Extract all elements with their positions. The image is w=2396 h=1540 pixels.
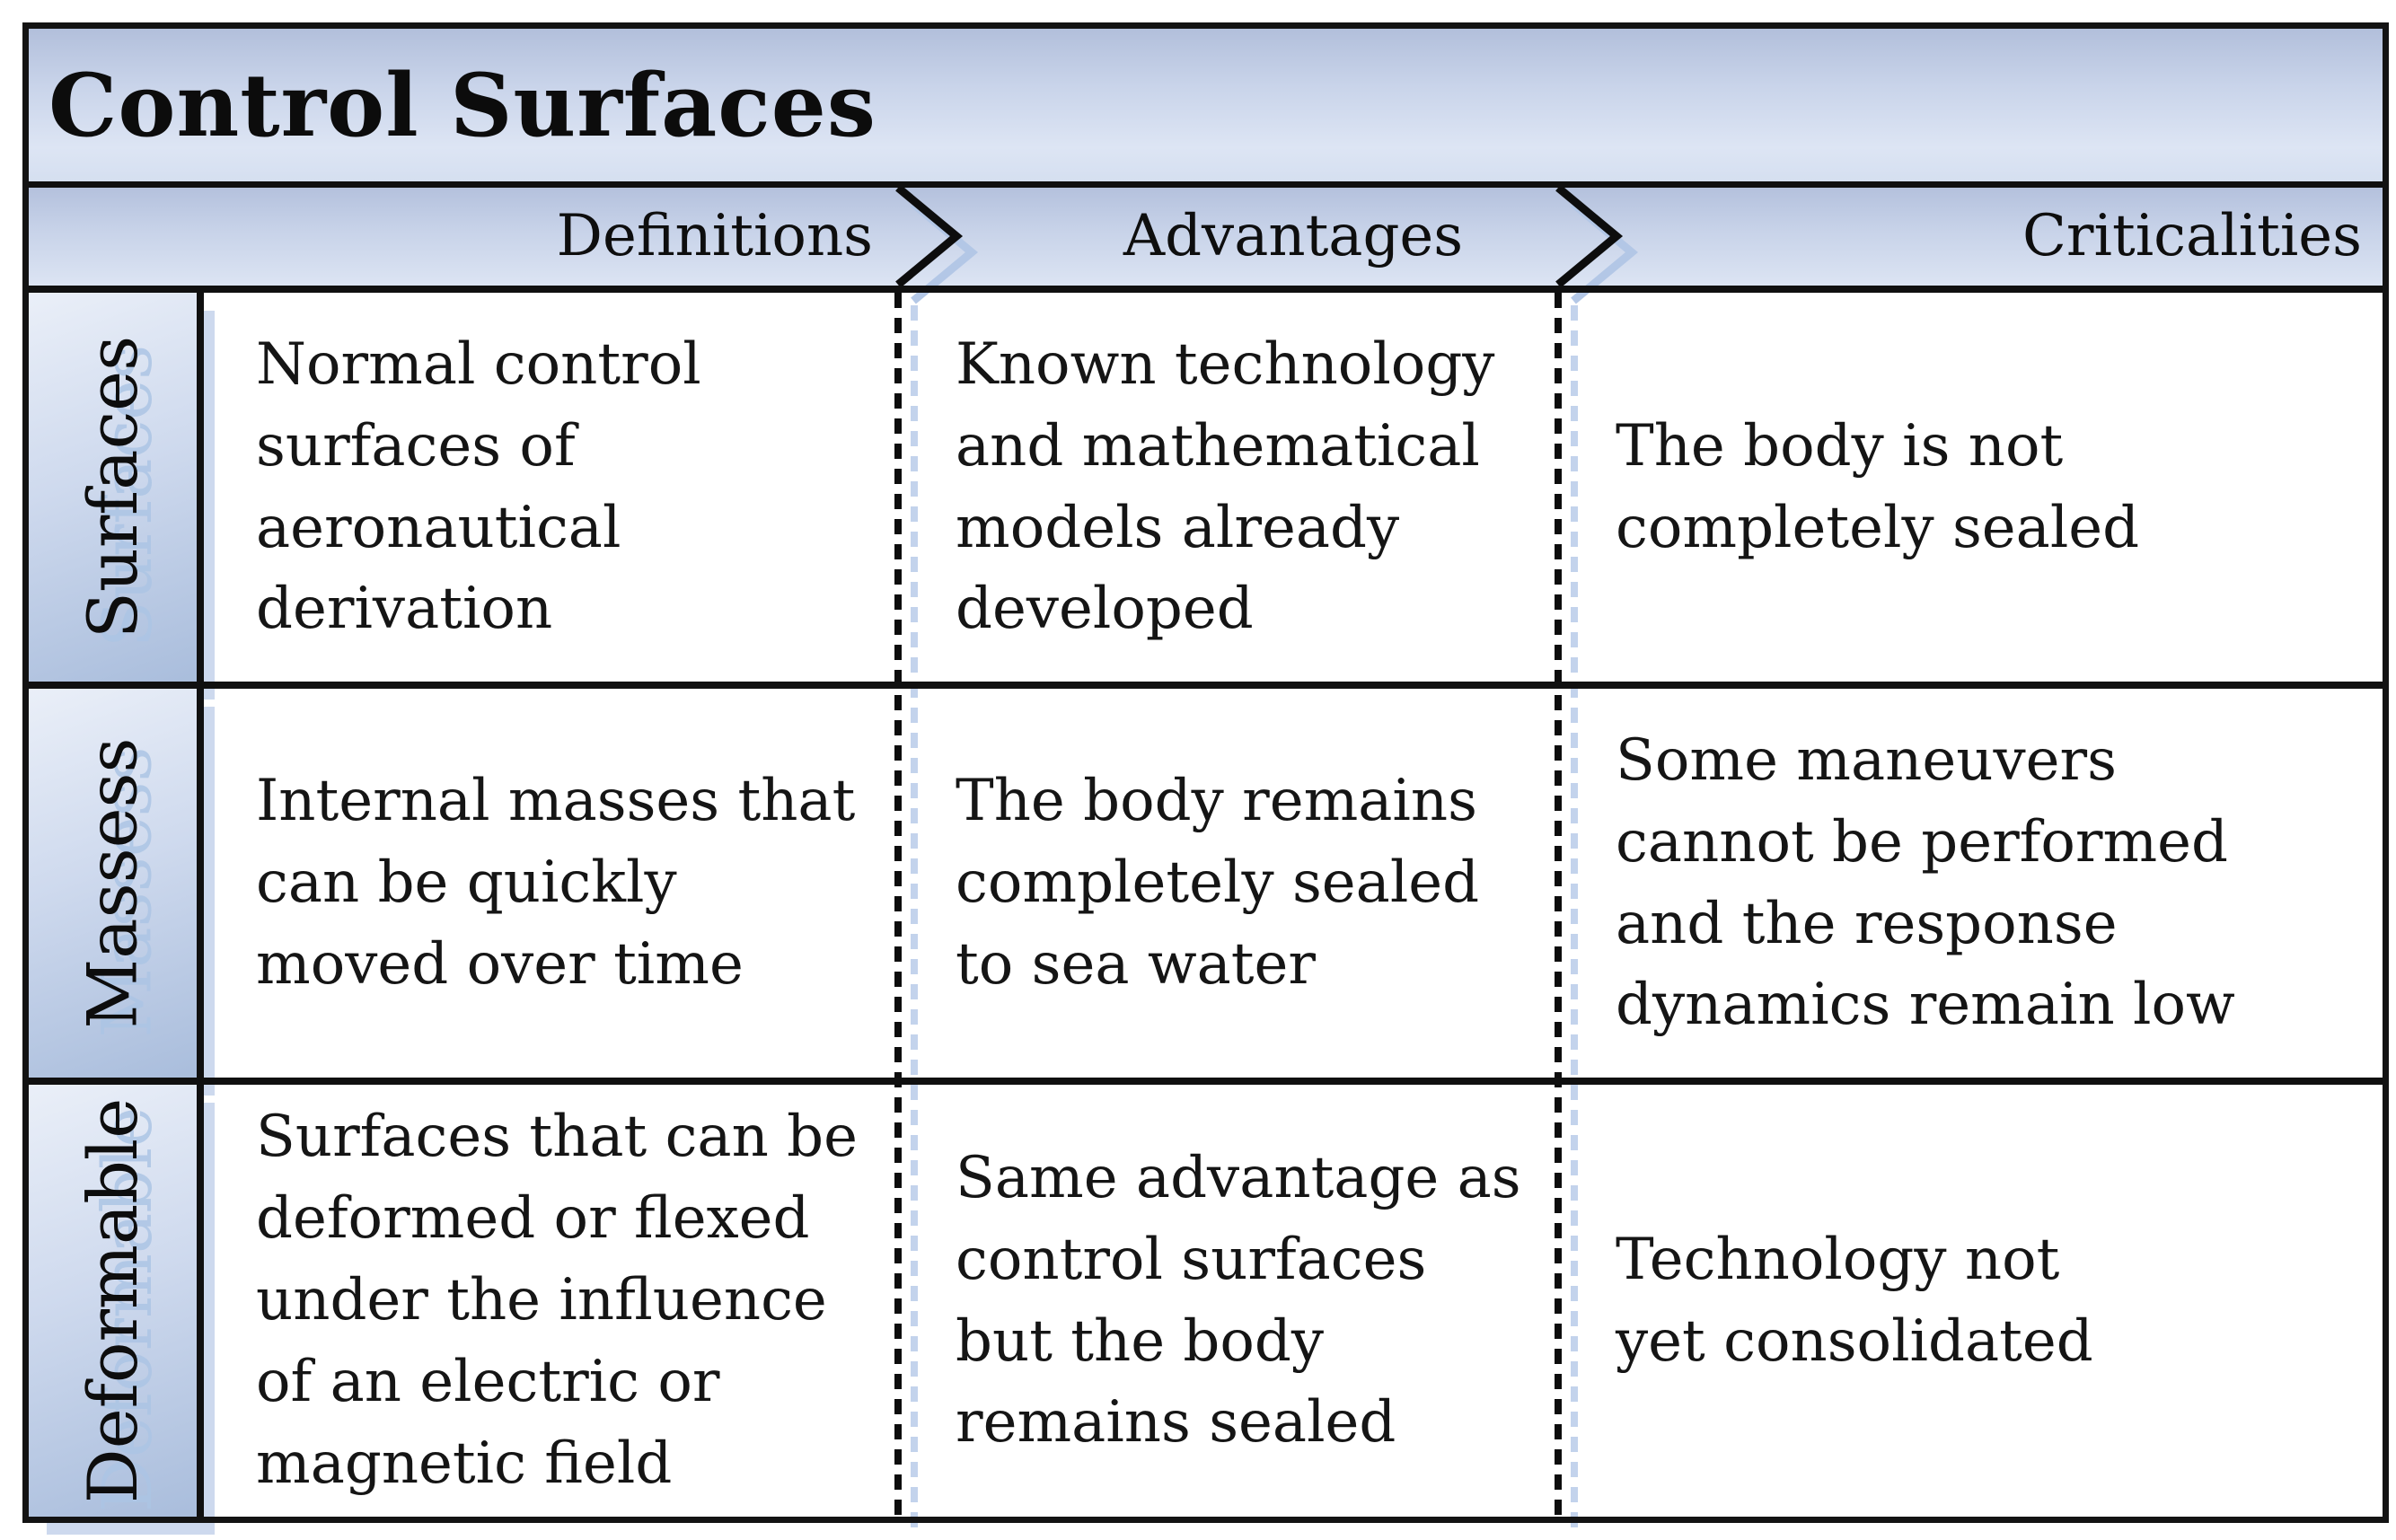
page-title: Control Surfaces xyxy=(48,54,876,156)
cell-deformable-advantage: Same advantage as control surfaces but t… xyxy=(956,1144,1521,1456)
cell-surfaces-definition: Normal control surfaces of aeronautical … xyxy=(256,330,701,643)
column-separator-shadow xyxy=(911,305,918,1536)
cell-massess-criticality: Some maneuvers cannot be performed and t… xyxy=(1616,726,2235,1039)
cell-massess-advantage: The body remains completely sealed to se… xyxy=(956,768,1480,998)
chevron-right-icon xyxy=(895,184,979,304)
divider-under-header xyxy=(29,286,2383,293)
table-border-right xyxy=(2383,22,2389,1523)
table-border-top xyxy=(22,22,2389,29)
header-bar xyxy=(29,188,2383,286)
cell-surfaces-advantage: Known technology and mathematical models… xyxy=(956,330,1495,643)
row-label-text: Deformable xyxy=(73,1097,153,1504)
table-border-left xyxy=(22,22,29,1523)
divider-row1-row2 xyxy=(29,682,2383,689)
row-label-text: Surfaces xyxy=(73,335,154,639)
column-header-advantages: Advantages xyxy=(1123,203,1464,269)
column-separator-shadow xyxy=(1571,305,1578,1536)
chevron-right-icon xyxy=(1555,184,1639,304)
column-separator-dashed xyxy=(1555,293,1562,1517)
column-header-criticalities: Criticalities xyxy=(2022,203,2362,269)
cell-massess-definition: Internal masses that can be quickly move… xyxy=(256,768,856,998)
column-separator-dashed xyxy=(894,293,902,1517)
label-column-border xyxy=(197,293,204,1517)
column-header-definitions: Definitions xyxy=(556,203,873,269)
divider-row2-row3 xyxy=(29,1078,2383,1085)
cell-deformable-definition: Surfaces that can be deformed or flexed … xyxy=(256,1104,858,1497)
table-border-bottom xyxy=(22,1517,2389,1523)
cell-deformable-criticality: Technology not yet consolidated xyxy=(1616,1226,2093,1375)
row-label-text: Massess xyxy=(73,737,153,1029)
row-label-massess: Massess xyxy=(29,689,197,1078)
row-label-surfaces: Surfaces xyxy=(29,293,197,682)
title-bar: Control Surfaces xyxy=(29,29,2383,181)
cell-surfaces-criticality: The body is not completely sealed xyxy=(1616,412,2140,561)
divider-under-title xyxy=(29,181,2383,188)
row-label-deformable: Deformable xyxy=(29,1085,197,1517)
